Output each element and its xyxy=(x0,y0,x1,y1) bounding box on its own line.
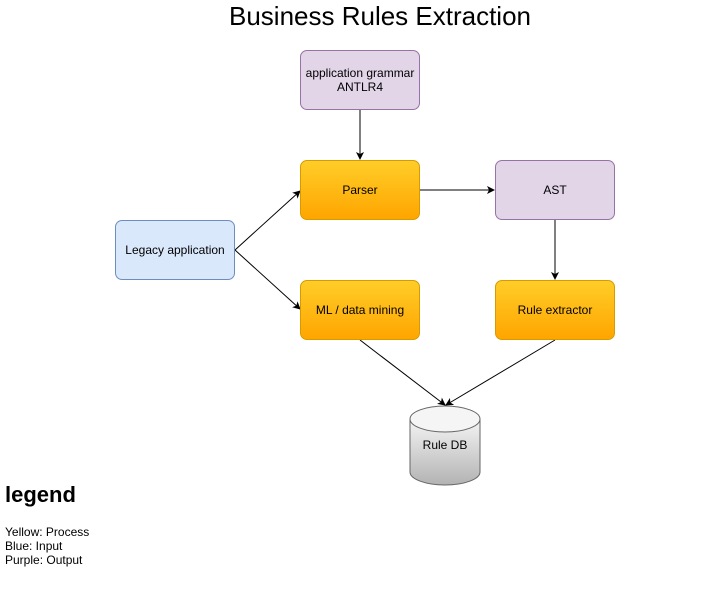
antlr4-label: ANTLR4 xyxy=(336,80,383,94)
rule-extractor-node[interactable]: Rule extractor xyxy=(495,280,615,340)
rule-extractor-label: Rule extractor xyxy=(517,303,593,317)
ml-data-mining-label: ML / data mining xyxy=(315,303,405,317)
legacy-application-node[interactable]: Legacy application xyxy=(115,220,235,280)
parser-node[interactable]: Parser xyxy=(300,160,420,220)
legacy-application-label: Legacy application xyxy=(125,243,225,257)
legend-item-process: Yellow: Process xyxy=(5,525,90,539)
parser-label: Parser xyxy=(342,183,378,197)
legend-item-input: Blue: Input xyxy=(5,539,63,553)
application-grammar-node[interactable]: application grammar ANTLR4 xyxy=(300,50,420,110)
ml-data-mining-node[interactable]: ML / data mining xyxy=(300,280,420,340)
edge-ml-ruledb xyxy=(359,339,446,406)
legend-title: legend xyxy=(5,482,76,507)
rule-db-cylinder[interactable] xyxy=(409,405,481,486)
edge-legacy-ml xyxy=(234,249,301,310)
edge-legacy-parser xyxy=(234,190,301,251)
edge-ruleextractor-ruledb xyxy=(445,339,556,406)
ast-node[interactable]: AST xyxy=(495,160,615,220)
rule-db-label: Rule DB xyxy=(422,438,468,452)
ast-label: AST xyxy=(543,183,567,197)
legend-item-output: Purple: Output xyxy=(5,553,83,567)
application-grammar-label: application grammar xyxy=(305,66,415,80)
diagram-title: Business Rules Extraction xyxy=(228,1,532,31)
